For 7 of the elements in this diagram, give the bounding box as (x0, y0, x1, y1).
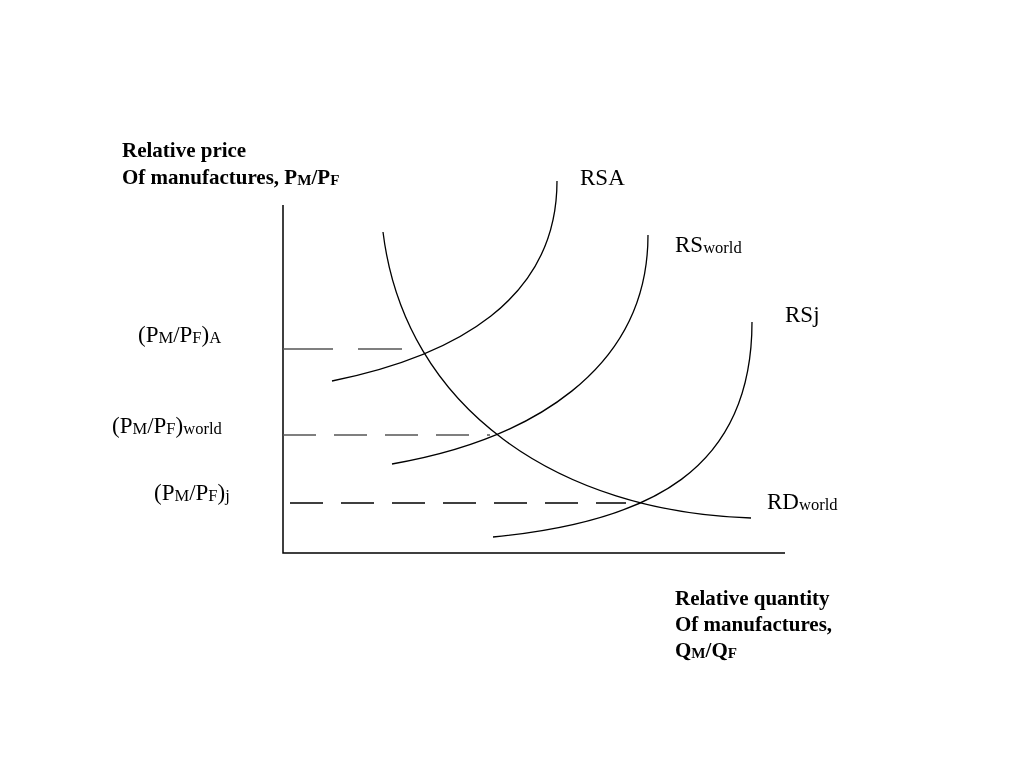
price-level-label: (P$_{M}$/P$_{F}$)$_{world}$ (112, 413, 222, 440)
price-level-label: (P$_{M}$/P$_{F}$)$_{j}$ (154, 480, 230, 507)
curve-label: RS$_{world}$ (675, 232, 742, 259)
curve-label: RD$_{world}$ (767, 489, 838, 516)
curve-label: RSA (580, 165, 625, 192)
price-level-label: (P$_{M}$/P$_{F}$)$_{A}$ (138, 322, 222, 349)
curve-label: RSj (785, 302, 820, 329)
